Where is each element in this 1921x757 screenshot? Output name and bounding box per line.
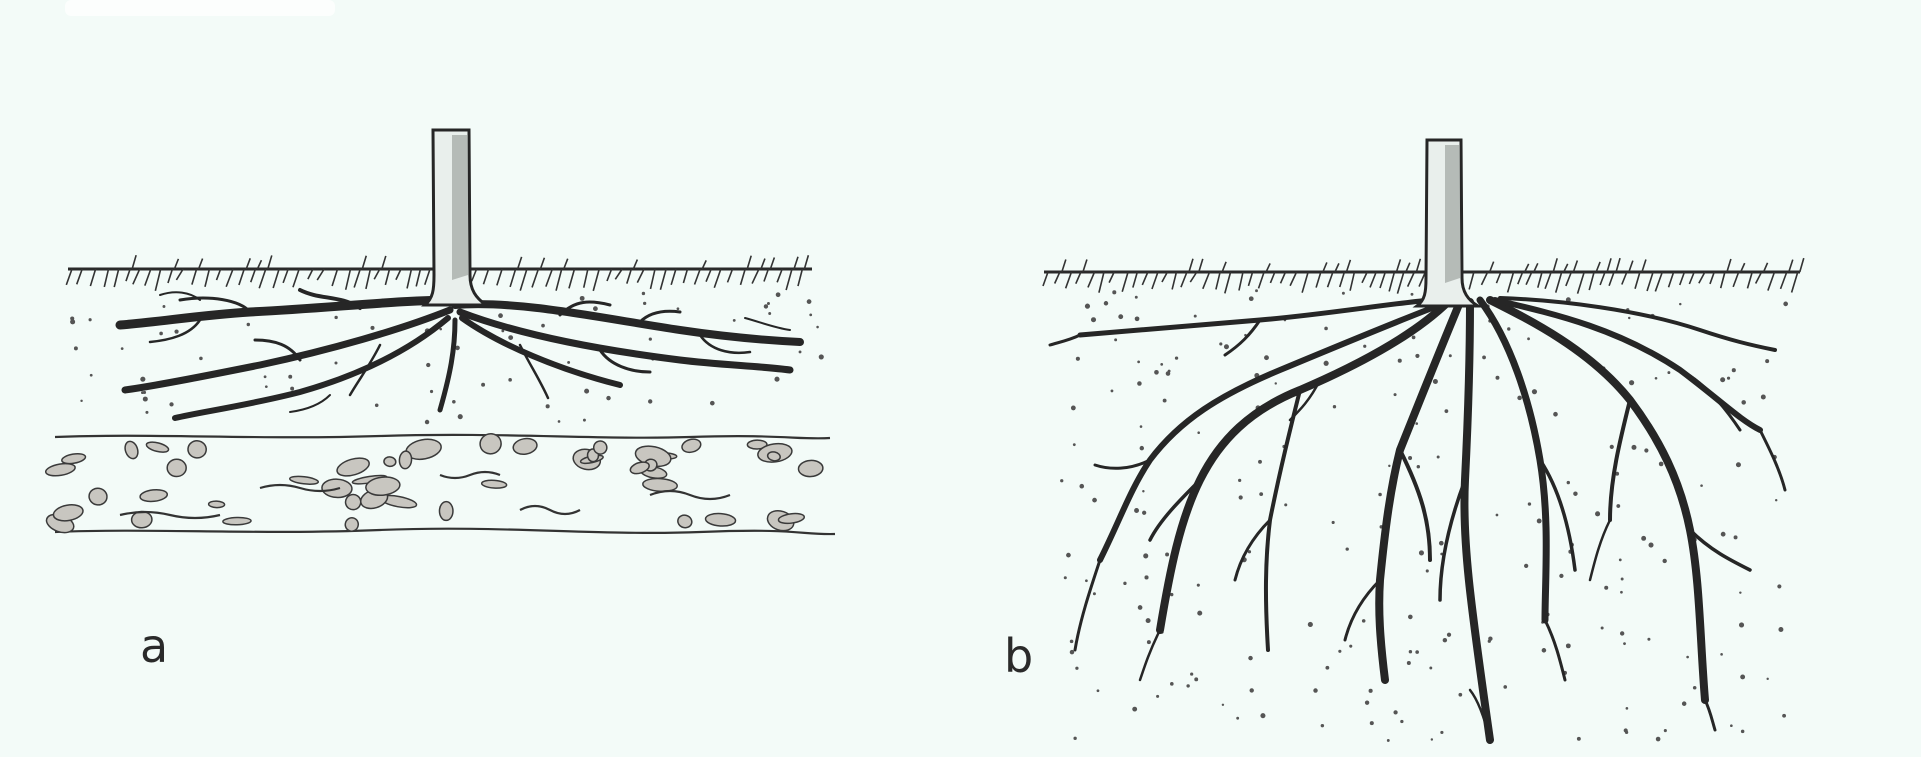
grass-hatching-b xyxy=(1043,258,1804,294)
roots-b xyxy=(1050,298,1785,740)
roots-a xyxy=(120,290,800,418)
panel-b-deep-roots xyxy=(1043,140,1804,742)
panel-a-shallow-roots xyxy=(44,130,835,536)
trunk-a xyxy=(425,130,486,305)
stones xyxy=(44,432,823,536)
trunk-b xyxy=(1417,140,1478,306)
paper-mark xyxy=(65,0,335,16)
panel-label-b: b xyxy=(1004,629,1033,683)
hardpan-layer xyxy=(44,432,835,536)
panel-label-a: a xyxy=(140,619,168,673)
